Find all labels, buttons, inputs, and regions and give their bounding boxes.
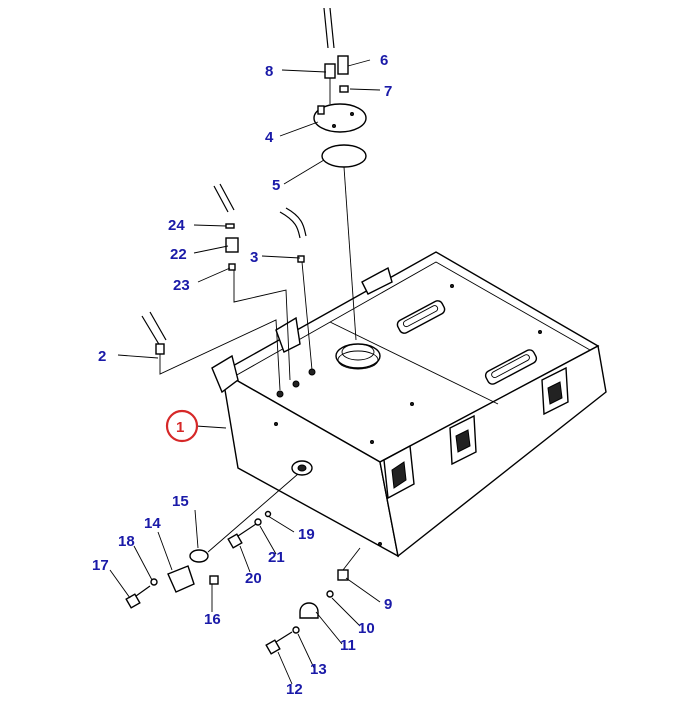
callout-3: 3 <box>250 249 258 266</box>
callout-8: 8 <box>265 63 273 80</box>
callout-1: 1 <box>176 419 184 436</box>
callout-21: 21 <box>268 549 285 566</box>
side-bracket <box>541 366 569 416</box>
callout-12: 12 <box>286 681 303 698</box>
leader-lines <box>109 59 381 685</box>
callout-10: 10 <box>358 620 375 637</box>
top-slot <box>484 349 538 385</box>
callout-16: 16 <box>204 611 221 628</box>
fuel-tank <box>211 251 607 558</box>
callout-14: 14 <box>144 515 161 532</box>
side-bracket <box>449 414 477 466</box>
callout-15: 15 <box>172 493 189 510</box>
callout-5: 5 <box>272 177 280 194</box>
cover-plate <box>313 103 367 133</box>
gasket <box>321 144 367 168</box>
callout-19: 19 <box>298 526 315 543</box>
callout-11: 11 <box>340 637 356 654</box>
callout-22: 22 <box>170 246 187 263</box>
callout-2: 2 <box>98 348 106 365</box>
callout-9: 9 <box>384 596 392 613</box>
callout-13: 13 <box>310 661 327 678</box>
callout-23: 23 <box>173 277 190 294</box>
callout-18: 18 <box>118 533 135 550</box>
top-pipe <box>323 7 349 104</box>
left-pipes <box>141 183 313 391</box>
callout-24: 24 <box>168 217 185 234</box>
callout-7: 7 <box>384 83 392 100</box>
callout-17: 17 <box>92 557 109 574</box>
callout-20: 20 <box>245 570 262 587</box>
callout-labels: 1 2 3 4 5 6 7 8 9 10 11 12 13 14 15 16 1… <box>92 52 392 698</box>
highlight-circle <box>165 409 199 443</box>
top-slot <box>396 300 446 334</box>
callout-6: 6 <box>380 52 388 69</box>
callout-4: 4 <box>265 129 274 146</box>
side-bracket <box>383 444 415 500</box>
